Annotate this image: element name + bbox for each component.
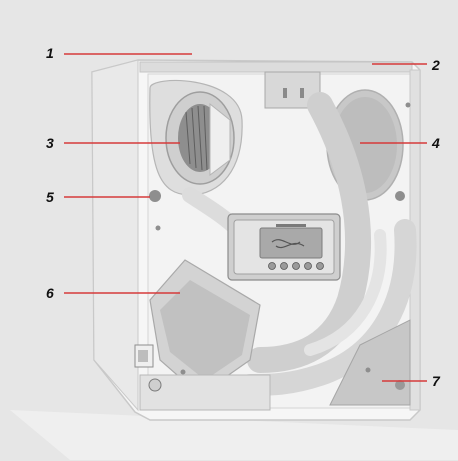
top-bracket (264, 71, 321, 109)
callout-2: 2 (432, 57, 440, 73)
callout-3: 3 (46, 135, 54, 151)
callout-1: 1 (46, 45, 54, 61)
mounting-holes (149, 102, 411, 375)
callout-7: 7 (432, 373, 440, 389)
callout-5: 5 (46, 189, 54, 205)
lower-right-block (329, 319, 411, 406)
callout-6: 6 (46, 285, 54, 301)
leader-lines (64, 53, 427, 382)
control-display-icon (227, 213, 341, 281)
fan-rotor-icon (149, 79, 243, 196)
mounting-hole-right (395, 191, 405, 201)
mounting-hole-left (149, 190, 161, 202)
bottom-base (134, 344, 271, 411)
callout-4: 4 (432, 135, 440, 151)
floor-shadow (10, 410, 458, 460)
